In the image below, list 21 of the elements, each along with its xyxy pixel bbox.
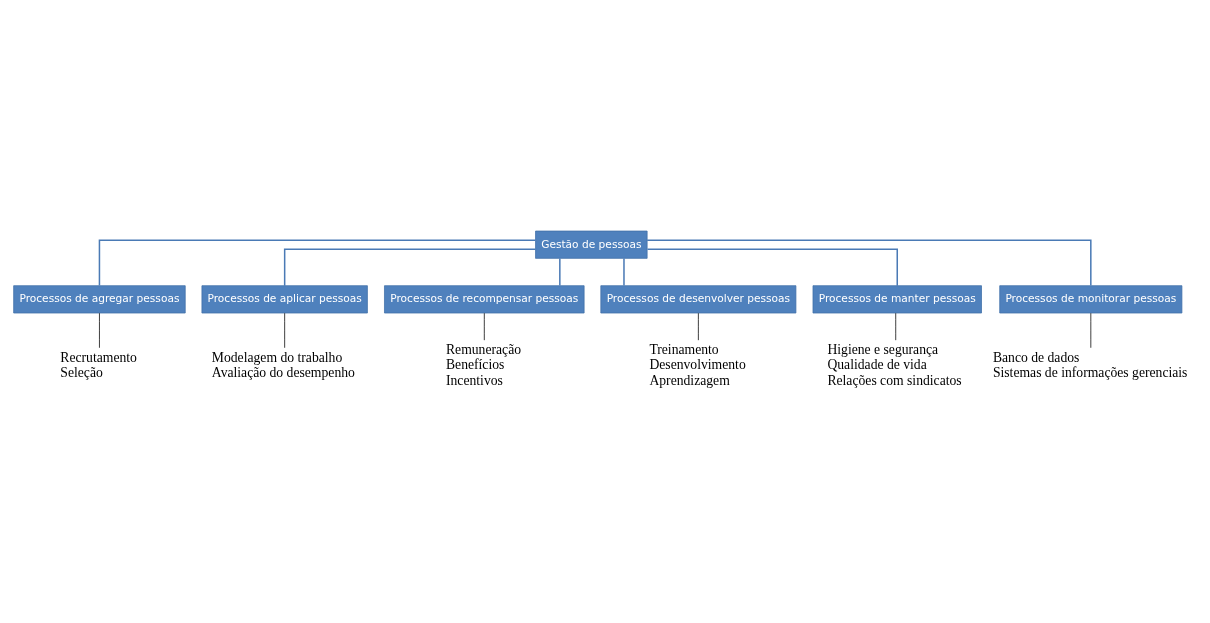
- node-box: Processos de agregar pessoas: [13, 285, 186, 314]
- connector: [646, 239, 1092, 287]
- node-text: Treinamento Desenvolvimento Aprendizagem: [649, 342, 746, 388]
- node-box: Gestão de pessoas: [535, 230, 648, 259]
- node-box: Processos de aplicar pessoas: [201, 285, 368, 314]
- connector: [99, 312, 100, 349]
- node-text: Banco de dados Sistemas de informações gerenciais: [992, 349, 1188, 381]
- node-box: Processos de desenvolver pessoas: [600, 285, 797, 314]
- connector: [698, 312, 699, 341]
- node-text: Remuneração Benefícios Incentivos: [445, 342, 522, 388]
- connector: [559, 257, 561, 287]
- node-text: Higiene e segurança Qualidade de vida Relações com sindicatos: [827, 342, 962, 388]
- node-box: Processos de manter pessoas: [812, 285, 982, 314]
- node-text: Recrutamento Seleção: [60, 349, 137, 381]
- connector: [623, 257, 625, 287]
- node-box: Processos de monitorar pessoas: [999, 285, 1183, 314]
- node-text: Modelagem do trabalho Avaliação do desempenho: [211, 349, 355, 381]
- connector: [646, 248, 898, 287]
- node-box: Processos de recompensar pessoas: [384, 285, 585, 314]
- connector: [283, 248, 537, 287]
- connector: [98, 239, 537, 287]
